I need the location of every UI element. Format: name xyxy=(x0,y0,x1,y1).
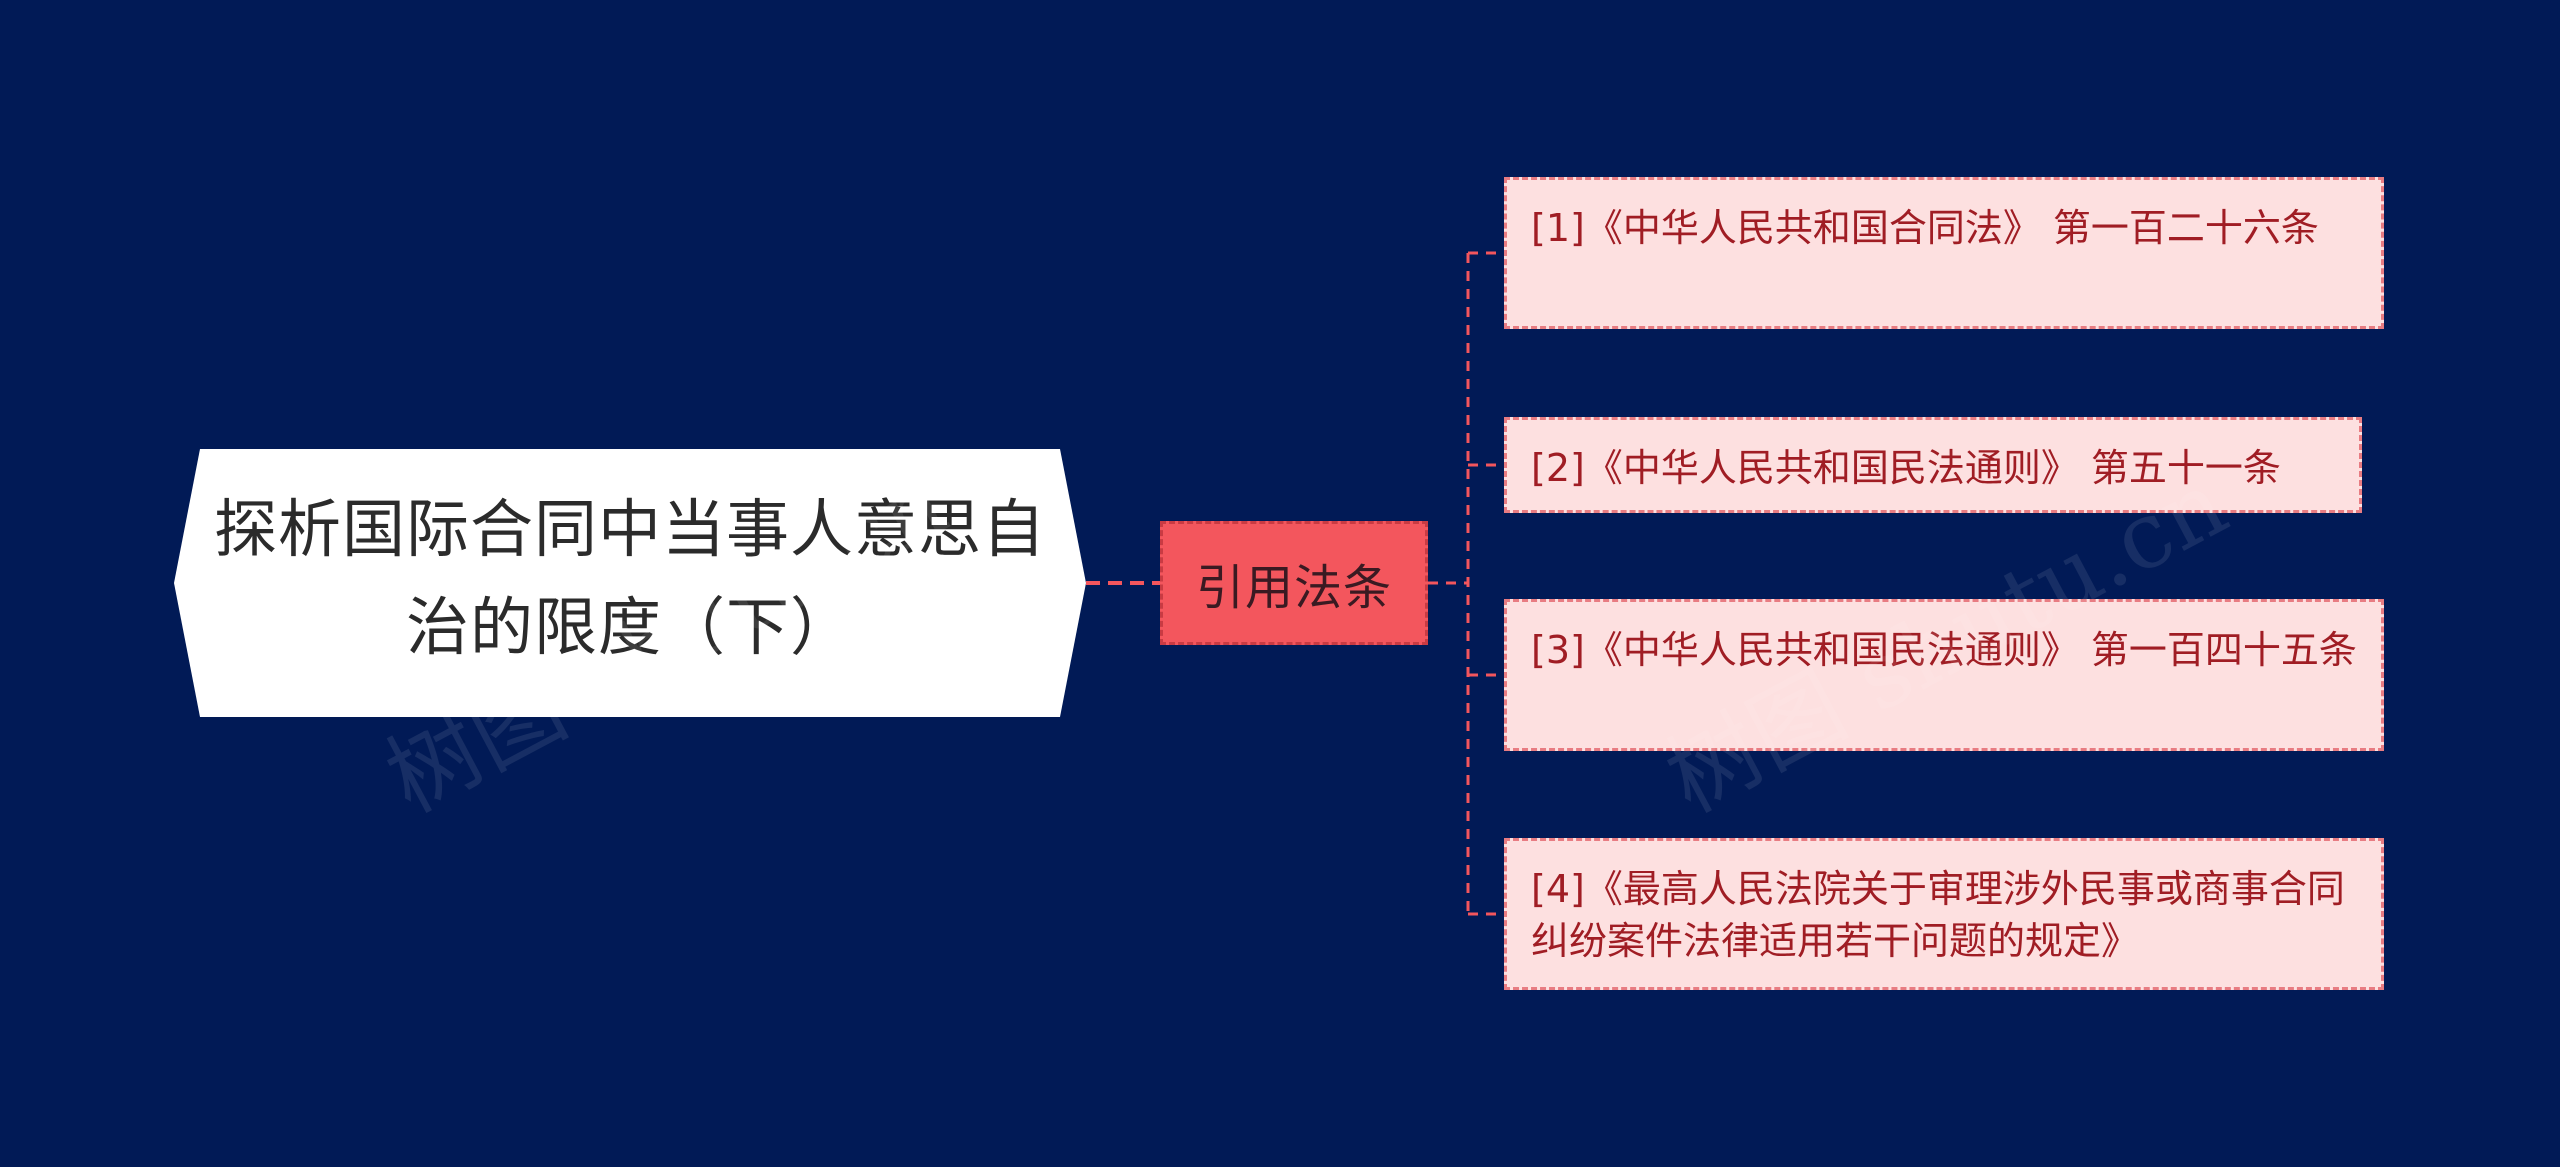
category-label: 引用法条 xyxy=(1195,560,1392,616)
citation-node-4[interactable]: [4]《最高人民法院关于审理涉外民事或商事合同纠纷案件法律适用若干问题的规定》 xyxy=(1504,838,2384,990)
root-topic-node[interactable]: 探析国际合同中当事人意思自治的限度（下） xyxy=(174,449,1086,717)
root-topic-title: 探析国际合同中当事人意思自治的限度（下） xyxy=(214,493,1046,664)
citation-text-2: [2]《中华人民共和国民法通则》 第五十一条 xyxy=(1531,446,2281,490)
citation-node-1[interactable]: [1]《中华人民共和国合同法》 第一百二十六条 xyxy=(1504,177,2384,329)
citation-text-1: [1]《中华人民共和国合同法》 第一百二十六条 xyxy=(1531,206,2319,250)
root-topic-shape xyxy=(174,449,1086,717)
category-node[interactable]: 引用法条 xyxy=(1160,521,1428,645)
citation-node-2[interactable]: [2]《中华人民共和国民法通则》 第五十一条 xyxy=(1504,417,2362,513)
citation-node-3[interactable]: [3]《中华人民共和国民法通则》 第一百四十五条 xyxy=(1504,599,2384,751)
citation-text-3: [3]《中华人民共和国民法通则》 第一百四十五条 xyxy=(1531,628,2357,672)
citation-text-4: [4]《最高人民法院关于审理涉外民事或商事合同纠纷案件法律适用若干问题的规定》 xyxy=(1531,867,2345,963)
